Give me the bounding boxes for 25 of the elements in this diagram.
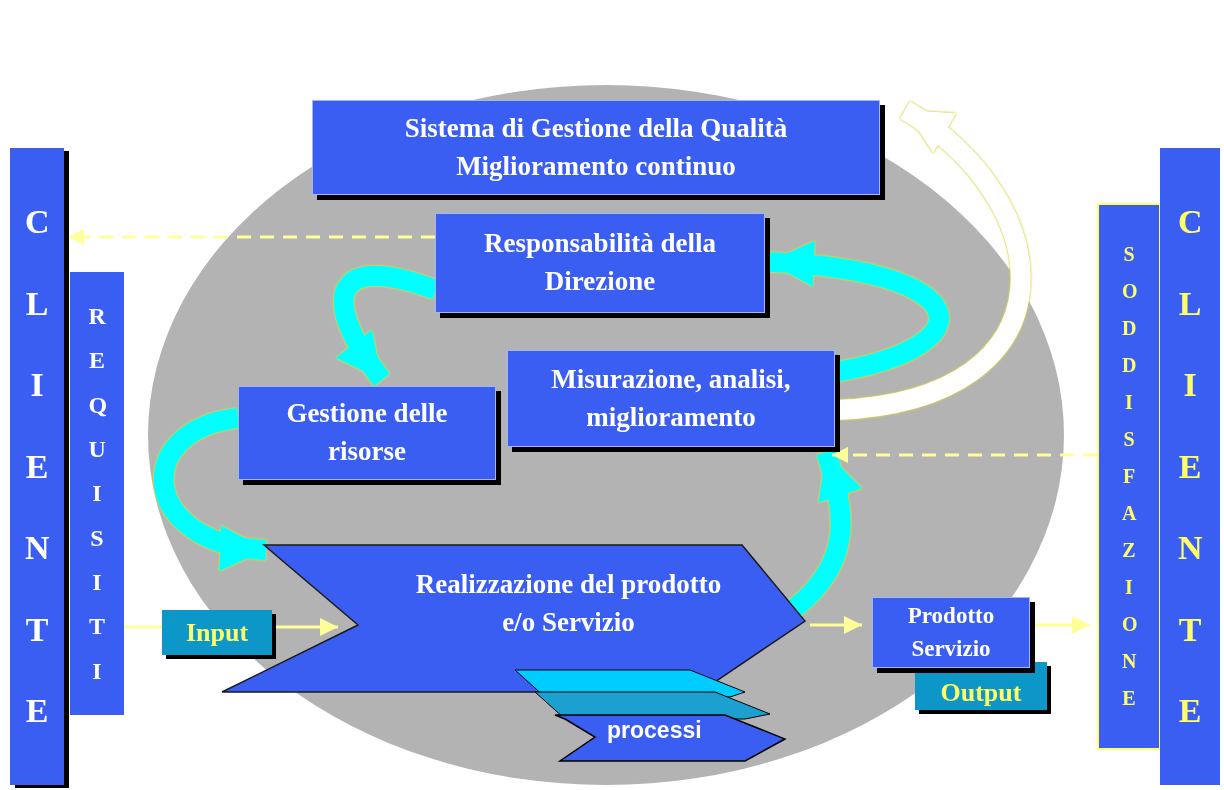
dashed-arrow: [68, 229, 435, 245]
vertical-label: SODDISFAZIONE: [1122, 242, 1136, 711]
tag-label: Output: [940, 677, 1022, 710]
box-label: Misurazione, analisi, miglioramento: [550, 362, 792, 434]
tag-label: Input: [185, 616, 249, 649]
process-label: processi: [607, 717, 702, 744]
vertical-label: CLIENTE: [1178, 201, 1202, 732]
connector-line: [124, 625, 162, 629]
box-label: Prodotto Servizio: [906, 602, 996, 663]
processi-stack: [515, 667, 787, 765]
dashed-arrow: [832, 447, 1097, 463]
box-label: Gestione delle risorse: [285, 397, 449, 468]
box-label: Sistema di Gestione della Qualità: [404, 111, 788, 145]
vertical-label: REQUISITI: [88, 301, 106, 686]
soddisfazione-band: [1097, 203, 1161, 750]
curved-arrow: [154, 408, 268, 568]
vertical-label: CLIENTE: [25, 201, 49, 732]
cliente-band: [1160, 148, 1220, 785]
arrow: [1033, 616, 1090, 634]
requisiti-band: [70, 272, 124, 715]
chevron-label: Realizzazione del prodotto e/o Servizio: [414, 567, 723, 639]
arrow: [810, 616, 862, 634]
box-label: Responsabilità della Direzione: [483, 227, 717, 298]
curved-arrow: [767, 242, 949, 382]
box-label: Miglioramento continuo: [456, 149, 736, 183]
